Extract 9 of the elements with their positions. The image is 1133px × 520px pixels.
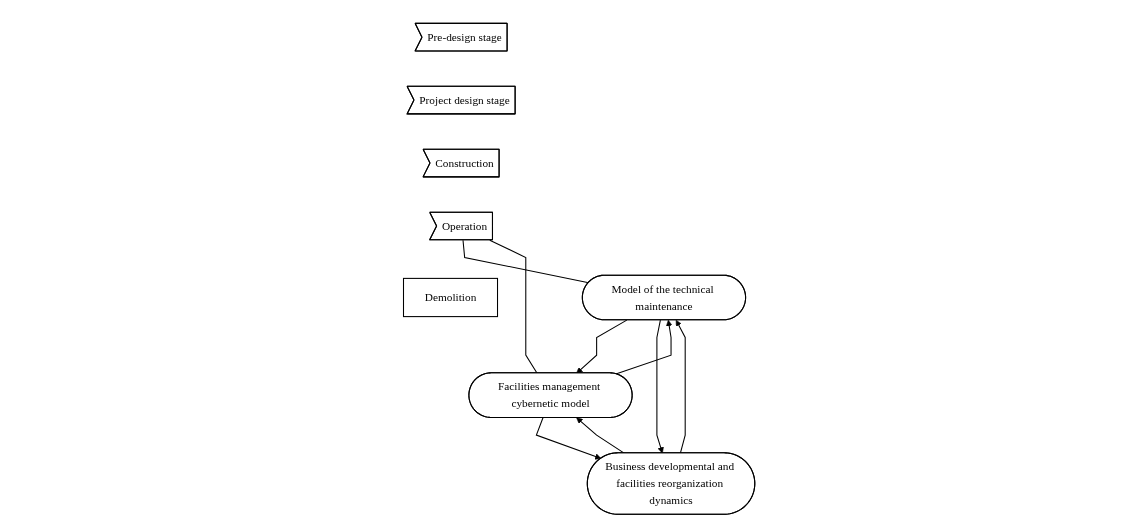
arrow (656, 319, 664, 454)
arrow (535, 417, 601, 460)
connector (489, 239, 538, 374)
arrow (615, 319, 672, 375)
arrow (576, 417, 625, 454)
node-box: Demolition (402, 277, 498, 318)
arrow (675, 319, 686, 454)
connector (462, 239, 589, 284)
arrow (576, 319, 628, 374)
